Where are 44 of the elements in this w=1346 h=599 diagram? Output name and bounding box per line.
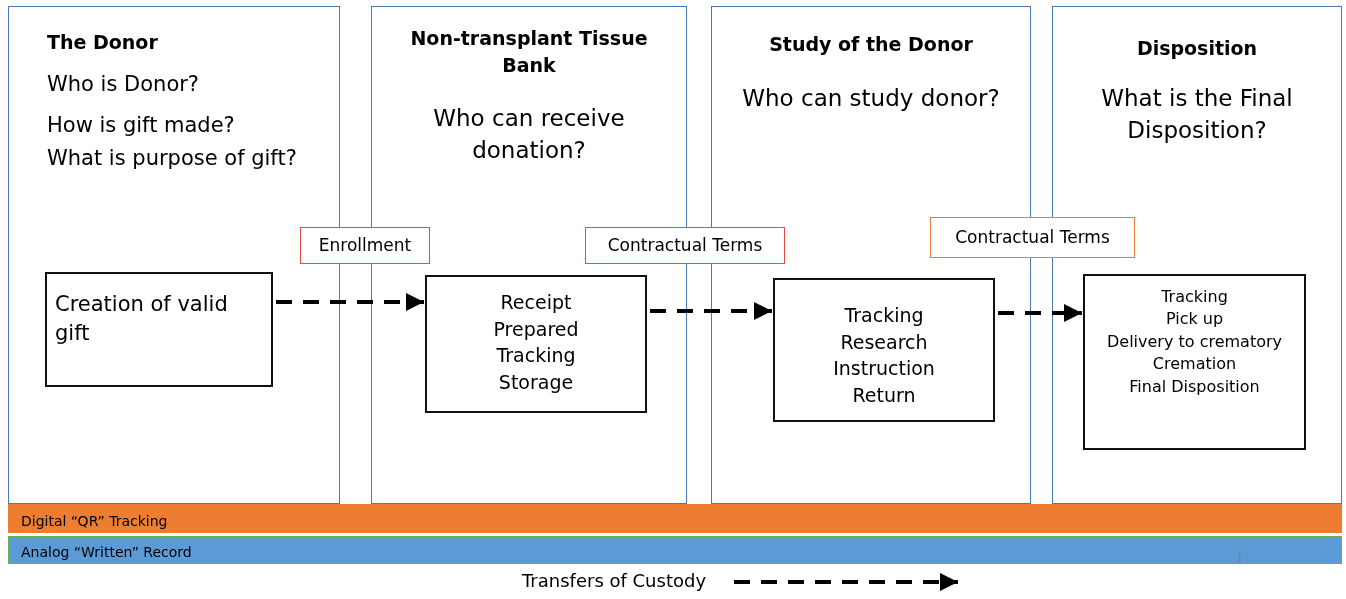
step-text: Storage [497, 369, 575, 395]
question-text: What is the Final Disposition? [1100, 83, 1294, 145]
step-text: Tracking [843, 303, 925, 328]
column-heading: Disposition [1135, 36, 1259, 61]
page-number: 1 [1236, 551, 1243, 564]
term-tag [300, 227, 430, 264]
step-text: Tracking [1160, 286, 1229, 308]
dashed-arrow [998, 304, 1082, 322]
step-text: Prepared [492, 316, 580, 342]
process-box [773, 278, 995, 422]
column-heading: Non-transplant Tissue Bank [409, 26, 649, 78]
process-box [1083, 274, 1306, 450]
column-panel [1052, 6, 1342, 504]
step-text: Creation of valid gift [55, 291, 229, 348]
dashed-arrow [276, 293, 424, 311]
step-text: Instruction [832, 356, 936, 382]
step-text: Final Disposition [1128, 375, 1261, 398]
tag-text: Enrollment [317, 234, 413, 257]
question-text: Who is Donor? [47, 70, 200, 98]
step-text: Tracking [495, 343, 577, 369]
step-text: Pick up [1164, 308, 1225, 331]
band-label: Digital “QR” Tracking [21, 512, 168, 531]
step-text: Receipt [499, 290, 573, 315]
term-tag [585, 227, 785, 264]
dashed-arrow [650, 302, 772, 320]
step-text: Delivery to crematory [1106, 330, 1283, 353]
step-text: Return [851, 382, 917, 408]
tracking-band [8, 504, 1342, 533]
step-text: Research [839, 329, 929, 355]
tag-text: Contractual Terms [606, 234, 764, 257]
band-label: Analog “Written” Record [21, 543, 192, 562]
process-box [45, 272, 273, 387]
tag-text: Contractual Terms [954, 226, 1111, 249]
legend-label: Transfers of Custody [522, 570, 707, 592]
column-heading: The Donor [47, 30, 159, 55]
process-box [425, 275, 647, 413]
question-text: Who can receive donation? [432, 104, 626, 166]
column-heading: Study of the Donor [768, 32, 974, 57]
tracking-band [8, 536, 1342, 564]
question-text: Who can study donor? [741, 83, 1001, 113]
term-tag [930, 217, 1135, 258]
question-text: How is gift made? [47, 112, 236, 139]
question-text: What is purpose of gift? [47, 145, 298, 173]
step-text: Cremation [1151, 353, 1238, 376]
